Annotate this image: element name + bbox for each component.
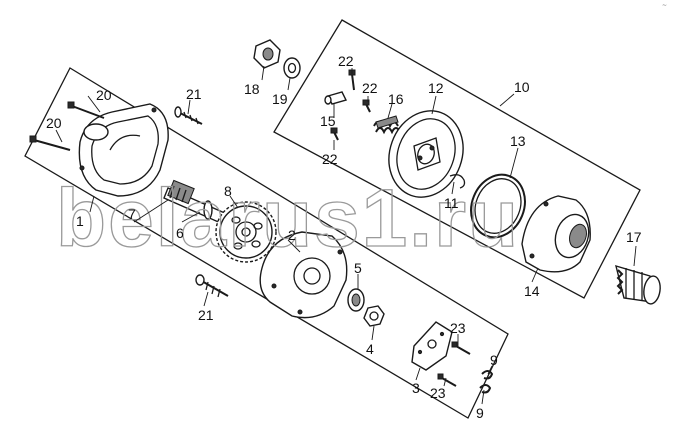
callout-14: 14: [524, 283, 540, 299]
part-21-bolt-lower: [195, 274, 229, 298]
part-18-collar: [253, 39, 281, 69]
callout-6: 6: [176, 225, 184, 241]
callout-20a: 20: [96, 87, 112, 103]
watermark: belarus1.ru: [56, 173, 520, 264]
part-9-clips: [479, 370, 494, 394]
corner-mark: ~: [662, 2, 667, 9]
callout-21b: 21: [198, 307, 214, 323]
part-19-washer: [283, 57, 301, 79]
callout-labels: 20 20 21 1 7 6 8 2 21 5 4 3 23 23 9 9 18…: [46, 53, 642, 421]
part-4-nut: [363, 305, 385, 327]
callout-10: 10: [514, 79, 530, 95]
part-11-spring-wire: [449, 174, 466, 189]
part-12-clutch-drum: [388, 110, 464, 198]
right-assembly-frame: [273, 19, 641, 299]
callout-21a: 21: [186, 86, 202, 102]
callout-23a: 23: [450, 320, 466, 336]
part-15-pin: [324, 91, 348, 105]
callout-20b: 20: [46, 115, 62, 131]
part-5-bearing: [347, 288, 365, 312]
callout-16: 16: [388, 91, 404, 107]
callout-9b: 9: [476, 405, 484, 421]
part-2-cover-plate: [259, 231, 348, 319]
callout-7: 7: [128, 206, 136, 222]
callout-2: 2: [288, 227, 296, 243]
part-20-bolts: [29, 101, 105, 151]
leader-lines: [55, 65, 637, 405]
callout-23b: 23: [430, 385, 446, 401]
callout-22c: 22: [322, 151, 338, 167]
part-17-pinion-gear: [615, 264, 661, 305]
part-16-spring: [373, 115, 401, 135]
callout-17: 17: [626, 229, 642, 245]
part-8-driven-gear: [215, 201, 277, 263]
callout-13: 13: [510, 133, 526, 149]
part-3-plate: [411, 321, 453, 371]
callout-11: 11: [444, 195, 459, 211]
callout-12: 12: [428, 80, 444, 96]
callout-9a: 9: [490, 352, 498, 368]
callout-22b: 22: [362, 80, 378, 96]
left-assembly-frame: [24, 67, 509, 419]
callout-3: 3: [412, 380, 420, 396]
callout-18: 18: [244, 81, 260, 97]
callout-22a: 22: [338, 53, 354, 69]
part-14-hub: [521, 195, 591, 273]
part-1-housing-cover: [78, 103, 169, 197]
callout-8: 8: [224, 183, 232, 199]
callout-1: 1: [76, 213, 84, 229]
part-23-screws: [437, 341, 471, 387]
callout-15: 15: [320, 113, 336, 129]
callout-4: 4: [366, 341, 374, 357]
callout-5: 5: [354, 260, 362, 276]
part-21-bolt-upper: [174, 106, 203, 125]
callout-19: 19: [272, 91, 288, 107]
